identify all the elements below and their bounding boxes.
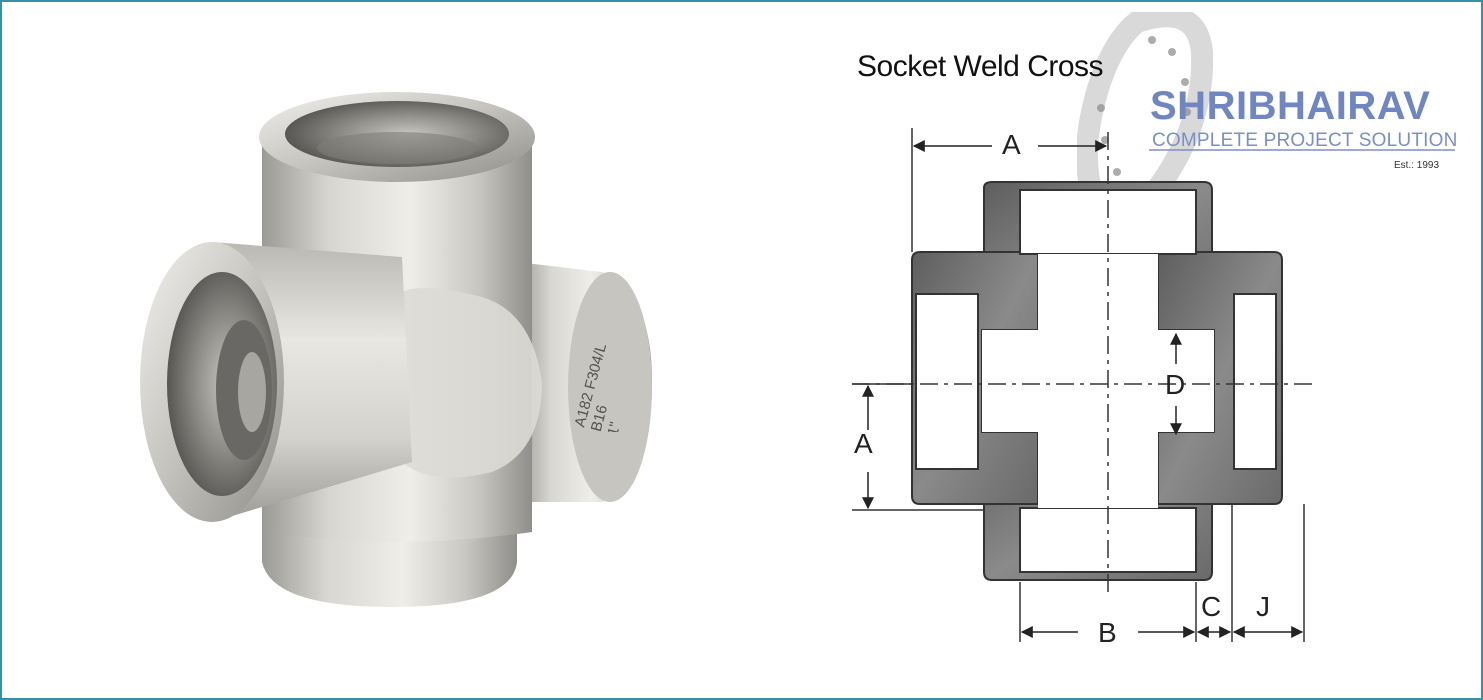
dim-label-a-left: A	[854, 428, 873, 459]
diagram-title: Socket Weld Cross	[857, 50, 1104, 83]
extension-lines	[852, 128, 1305, 642]
fitting-walls	[911, 181, 1283, 581]
dim-label-j: J	[1256, 591, 1270, 622]
logo-name: SHRIBHAIRAV	[1150, 84, 1431, 128]
marking-standard: B16	[588, 403, 611, 432]
cross-section-diagram	[852, 128, 1312, 642]
fitting-photo	[140, 92, 652, 607]
fitting-markings: A182 F304/L B16 1"	[571, 342, 624, 432]
dim-label-b: B	[1098, 617, 1117, 648]
dim-label-a-top: A	[1002, 129, 1021, 160]
dim-label-d: D	[1165, 369, 1186, 400]
center-lines	[852, 132, 1312, 592]
dimension-arrows	[862, 140, 1304, 638]
dim-label-c: C	[1201, 591, 1222, 622]
marking-size: 1"	[604, 420, 624, 432]
logo-established: Est.: 1993	[1394, 160, 1440, 171]
logo-tagline: COMPLETE PROJECT SOLUTION	[1152, 130, 1458, 151]
